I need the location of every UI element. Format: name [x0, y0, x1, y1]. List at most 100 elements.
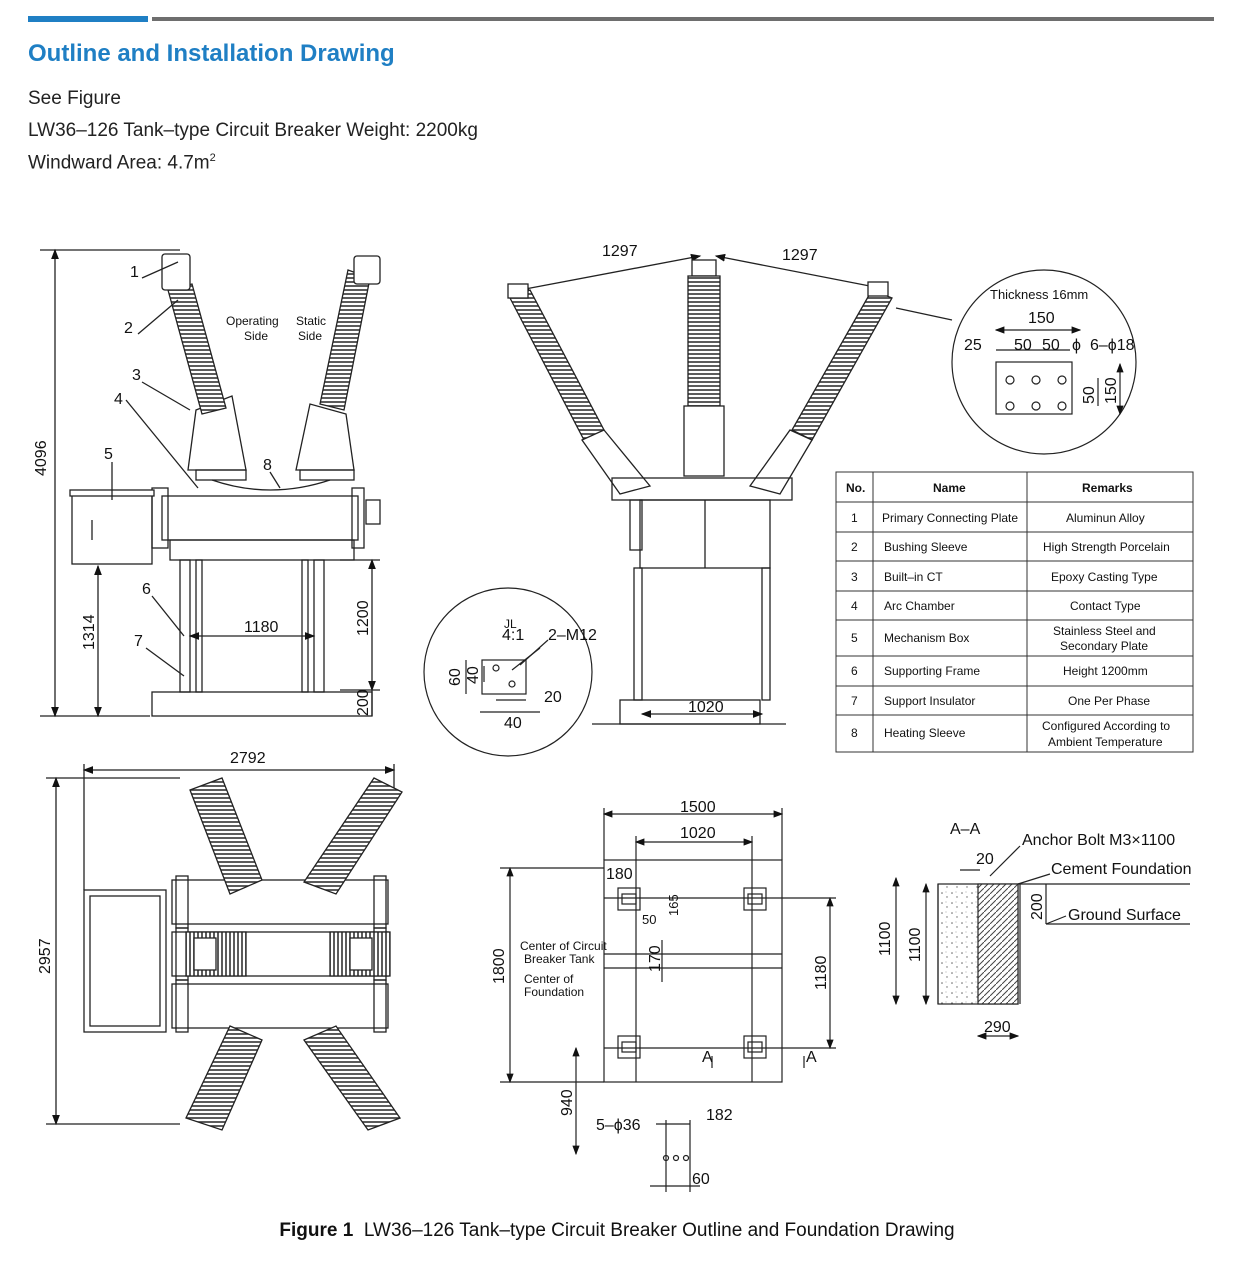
bolt-spec: 2–M12 [548, 627, 597, 644]
label-operating-side-1: Operating [226, 314, 279, 328]
row-7-name: Support Insulator [884, 694, 975, 708]
label-static-side-1: Static [296, 314, 326, 328]
plate-pitch-b: 50 [1042, 337, 1060, 354]
section-dim-290: 290 [984, 1019, 1011, 1036]
table-header-remarks: Remarks [1082, 481, 1133, 495]
fp-holes: 5–ϕ36 [596, 1117, 641, 1134]
bolt-dim-60: 60 [447, 668, 464, 686]
fp-dim-182: 182 [706, 1107, 733, 1124]
plate-width: 150 [1028, 310, 1055, 327]
fp-section-mark-right: A [806, 1049, 817, 1066]
row-7-remarks: One Per Phase [1068, 694, 1150, 708]
fp-depth-outer: 1800 [491, 948, 508, 984]
bolt-dim-40h: 40 [504, 715, 522, 732]
callout-2: 2 [124, 320, 133, 337]
bolt-dim-40v: 40 [465, 666, 482, 684]
label-operating-side-2: Side [244, 329, 268, 343]
section-title: Outline and Installation Drawing [28, 40, 395, 67]
windward-line: Windward Area: 4.7m2 [28, 152, 216, 174]
row-5-remarks-1: Stainless Steel and [1053, 624, 1156, 638]
row-1-no: 1 [851, 511, 858, 525]
plate-v-height: 150 [1103, 377, 1120, 404]
callout-6: 6 [142, 581, 151, 598]
front-view [507, 253, 893, 725]
section-dim-200: 200 [1029, 893, 1046, 920]
dim-frame-width: 1180 [244, 619, 279, 636]
fp-depth-inner: 1180 [813, 955, 830, 990]
plate-detail [895, 269, 1137, 455]
plan-depth: 2957 [37, 938, 54, 974]
row-1-remarks: Aluminun Alloy [1066, 511, 1145, 525]
row-8-name: Heating Sleeve [884, 726, 966, 740]
row-4-remarks: Contact Type [1070, 599, 1141, 613]
row-4-no: 4 [851, 599, 858, 613]
row-3-remarks: Epoxy Casting Type [1051, 570, 1158, 584]
row-1-name: Primary Connecting Plate [882, 511, 1018, 525]
fp-inner: 1020 [680, 825, 716, 842]
section-cement: Cement Foundation [1051, 861, 1192, 878]
section-view [892, 845, 1190, 1040]
section-anchor-bolt: Anchor Bolt M3×1100 [1022, 832, 1175, 849]
row-5-no: 5 [851, 631, 858, 645]
plan-view [46, 764, 403, 1131]
weight-line: LW36–126 Tank–type Circuit Breaker Weigh… [28, 120, 478, 141]
intro-line-1: See Figure [28, 88, 121, 109]
fp-foundation-center-1: Center of [524, 972, 574, 986]
section-title: A–A [950, 821, 981, 838]
fp-dim-170: 170 [647, 945, 664, 972]
bolt-ratio: 4:1 [502, 627, 524, 644]
plate-v-pitch: 50 [1081, 386, 1098, 404]
callout-4: 4 [114, 391, 123, 408]
row-8-remarks-1: Configured According to [1042, 719, 1170, 733]
foundation-plan [500, 808, 836, 1192]
callout-7: 7 [134, 633, 143, 650]
table-header-no: No. [846, 481, 865, 495]
fp-outer: 1500 [680, 799, 716, 816]
fp-tank-center-1: Center of Circuit [520, 939, 607, 953]
fp-section-mark-left: A [702, 1049, 713, 1066]
row-2-name: Bushing Sleeve [884, 540, 968, 554]
label-static-side-2: Side [298, 329, 322, 343]
callout-5: 5 [104, 446, 113, 463]
plate-phi: ϕ [1072, 337, 1081, 354]
bolt-detail [423, 587, 593, 757]
callout-1: 1 [130, 264, 139, 281]
figure-caption-text: LW36–126 Tank–type Circuit Breaker Outli… [363, 1220, 955, 1241]
row-2-no: 2 [851, 540, 858, 554]
row-4-name: Arc Chamber [884, 599, 955, 613]
front-span-right: 1297 [782, 247, 818, 264]
dim-frame-height: 1314 [81, 614, 98, 650]
fp-tank-center-2: Breaker Tank [524, 952, 595, 966]
section-dim-20: 20 [976, 851, 994, 868]
callout-8: 8 [263, 457, 272, 474]
side-view [40, 248, 381, 718]
row-5-remarks-2: Secondary Plate [1060, 639, 1148, 653]
section-dim-1100b: 1100 [907, 927, 924, 962]
plate-edge: 25 [964, 337, 982, 354]
fp-dim-940: 940 [559, 1089, 576, 1116]
row-5-name: Mechanism Box [884, 631, 969, 645]
row-6-no: 6 [851, 664, 858, 678]
fp-foundation-center-2: Foundation [524, 985, 584, 999]
dim-support-height: 1200 [355, 600, 372, 636]
dim-base-height: 200 [355, 689, 372, 716]
fp-offset-180: 180 [606, 866, 633, 883]
windward-superscript: 2 [209, 152, 216, 164]
dim-total-height: 4096 [33, 440, 50, 476]
parts-table [835, 471, 1194, 753]
plate-pitch-a: 50 [1014, 337, 1032, 354]
callout-3: 3 [132, 367, 141, 384]
figure-label: Figure 1 [279, 1220, 354, 1241]
header-rule [152, 17, 1214, 21]
row-3-no: 3 [851, 570, 858, 584]
section-ground: Ground Surface [1068, 907, 1181, 924]
fp-dim-60: 60 [692, 1171, 710, 1188]
row-8-remarks-2: Ambient Temperature [1048, 735, 1163, 749]
front-span-left: 1297 [602, 243, 638, 260]
plan-width: 2792 [230, 750, 266, 767]
bolt-mark: JL [504, 617, 517, 631]
section-dim-1100a: 1100 [877, 921, 894, 956]
front-base-width: 1020 [688, 699, 724, 716]
row-8-no: 8 [851, 726, 858, 740]
row-6-name: Supporting Frame [884, 664, 980, 678]
